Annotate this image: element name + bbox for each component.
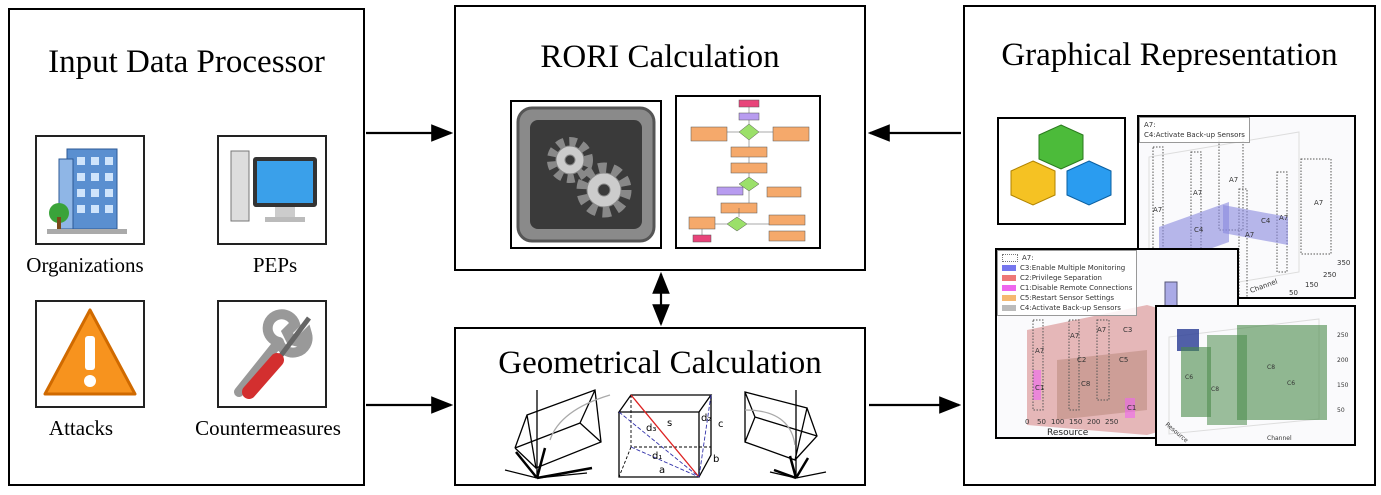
tick: 200 (1087, 418, 1100, 426)
legend-label: A7: (1022, 254, 1034, 262)
panel-title: Geometrical Calculation (498, 345, 822, 381)
organizations-label: Organizations (26, 253, 144, 277)
axis-label: Channel (1249, 278, 1279, 295)
box-label: A7 (1153, 206, 1162, 214)
box-label: A7 (1245, 231, 1254, 239)
tick: 250 (1337, 332, 1349, 339)
axis-label: Resource (1047, 428, 1089, 437)
legend-swatch (1002, 305, 1016, 311)
tick: 100 (1051, 418, 1064, 426)
gears-icon (510, 100, 662, 249)
tick: 150 (1069, 418, 1082, 426)
box-label: C5 (1119, 356, 1128, 364)
box-label: A7 (1097, 326, 1106, 334)
box-label: A7 (1229, 176, 1238, 184)
legend-entry: A7: (1144, 121, 1156, 129)
legend-swatch (1002, 285, 1016, 291)
legend-swatch (1002, 275, 1016, 281)
countermeasures-label: Countermeasures (195, 416, 341, 440)
tick: 0 (1025, 418, 1029, 426)
box-label: C2 (1077, 356, 1086, 364)
legend-entry: C5:Restart Sensor Settings (1002, 293, 1132, 303)
box-label: C8 (1267, 364, 1275, 371)
geometrical-calculation-panel: Geometrical Calculation (454, 327, 866, 486)
desktop-computer-icon (217, 135, 327, 245)
box-label: C6 (1185, 374, 1193, 381)
tick: 250 (1323, 271, 1336, 279)
peps-label: PEPs (252, 253, 298, 277)
legend-label: C5:Restart Sensor Settings (1020, 294, 1115, 302)
warning-triangle-icon (35, 300, 145, 408)
tick: 50 (1289, 289, 1298, 297)
box-label: A7 (1279, 214, 1288, 222)
chart-green-countermeasures: C6 C8 C8 C6 Resource Channel 250 200 150… (1155, 305, 1356, 446)
tick: 150 (1337, 382, 1349, 389)
box-label: C8 (1211, 386, 1219, 393)
legend-swatch (1002, 254, 1018, 262)
legend-entry: C4:Activate Back-up Sensors (1002, 303, 1132, 313)
panel-title: Input Data Processor (48, 44, 325, 80)
tick: 150 (1305, 281, 1318, 289)
legend-label: C1:Disable Remote Connections (1020, 284, 1133, 292)
chart-legend: A7: C4:Activate Back-up Sensors (1139, 117, 1250, 143)
box-label: C6 (1287, 380, 1295, 387)
input-data-processor-panel: Input Data Processor (8, 8, 365, 486)
cubes-icon (997, 117, 1126, 225)
attacks-label: Attacks (48, 416, 114, 440)
legend-entry: C2:Privilege Separation (1002, 273, 1132, 283)
box-label: C4 (1261, 217, 1271, 225)
legend-label: C4:Activate Back-up Sensors (1020, 304, 1121, 312)
legend-entry: A7: (1002, 253, 1132, 263)
box-label: A7 (1070, 332, 1079, 340)
box-label: C1 (1035, 384, 1044, 392)
legend-label: C2:Privilege Separation (1020, 274, 1102, 282)
box-label: C8 (1081, 380, 1090, 388)
legend-entry: C3:Enable Multiple Monitoring (1002, 263, 1132, 273)
legend-entry: C1:Disable Remote Connections (1002, 283, 1132, 293)
tick: 200 (1337, 357, 1349, 364)
tick: 50 (1037, 418, 1046, 426)
box-label: A7 (1193, 189, 1202, 197)
box-label: A7 (1035, 347, 1044, 355)
wrench-screwdriver-icon (217, 300, 327, 408)
chart-legend: A7: C3:Enable Multiple Monitoring C2:Pri… (997, 250, 1138, 316)
box-label: C3 (1123, 326, 1132, 334)
legend-swatch (1002, 265, 1016, 271)
tick: 50 (1337, 407, 1345, 414)
tick: 250 (1105, 418, 1118, 426)
axis-label: Channel (1267, 435, 1292, 442)
panel-title: Graphical Representation (1001, 37, 1338, 73)
flowchart-image (675, 95, 821, 249)
legend-label: C3:Enable Multiple Monitoring (1020, 264, 1126, 272)
box-label: C1 (1127, 404, 1136, 412)
box-label: C4 (1194, 226, 1204, 234)
tick: 350 (1337, 259, 1350, 267)
legend-swatch (1002, 295, 1016, 301)
legend-entry: C4:Activate Back-up Sensors (1144, 131, 1245, 139)
office-building-icon (35, 135, 145, 245)
box-label: A7 (1314, 199, 1323, 207)
panel-title: RORI Calculation (540, 39, 780, 75)
